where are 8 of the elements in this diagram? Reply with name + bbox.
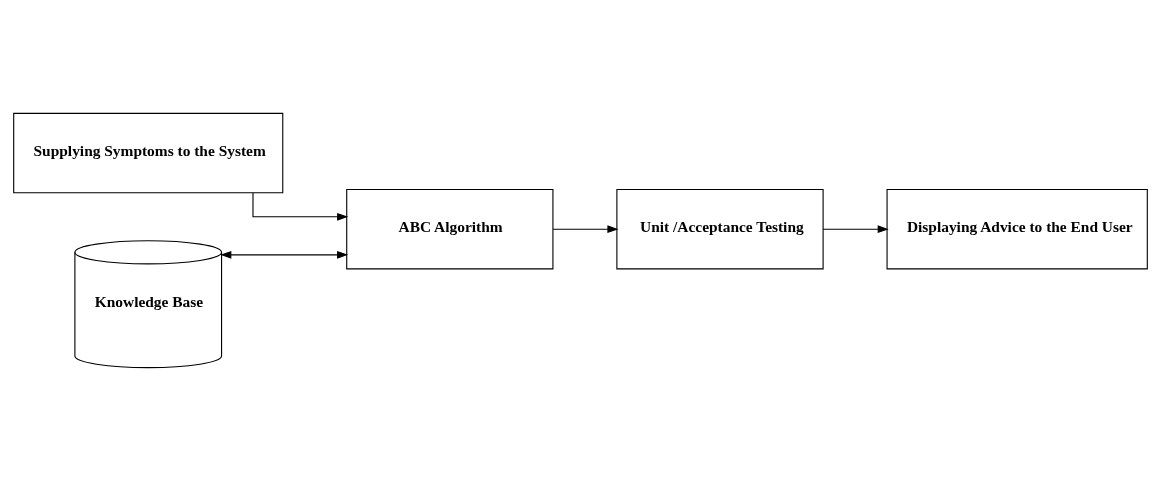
arrow [822,225,889,234]
node-box: Supplying Symptoms to the System [13,112,284,194]
node-box: Unit /Acceptance Testing [616,188,824,270]
arrow [252,192,349,221]
arrow [220,250,349,259]
node-box: ABC Algorithm [346,188,554,270]
arrow [552,225,619,234]
node-box: Displaying Advice to the End User [886,188,1148,270]
